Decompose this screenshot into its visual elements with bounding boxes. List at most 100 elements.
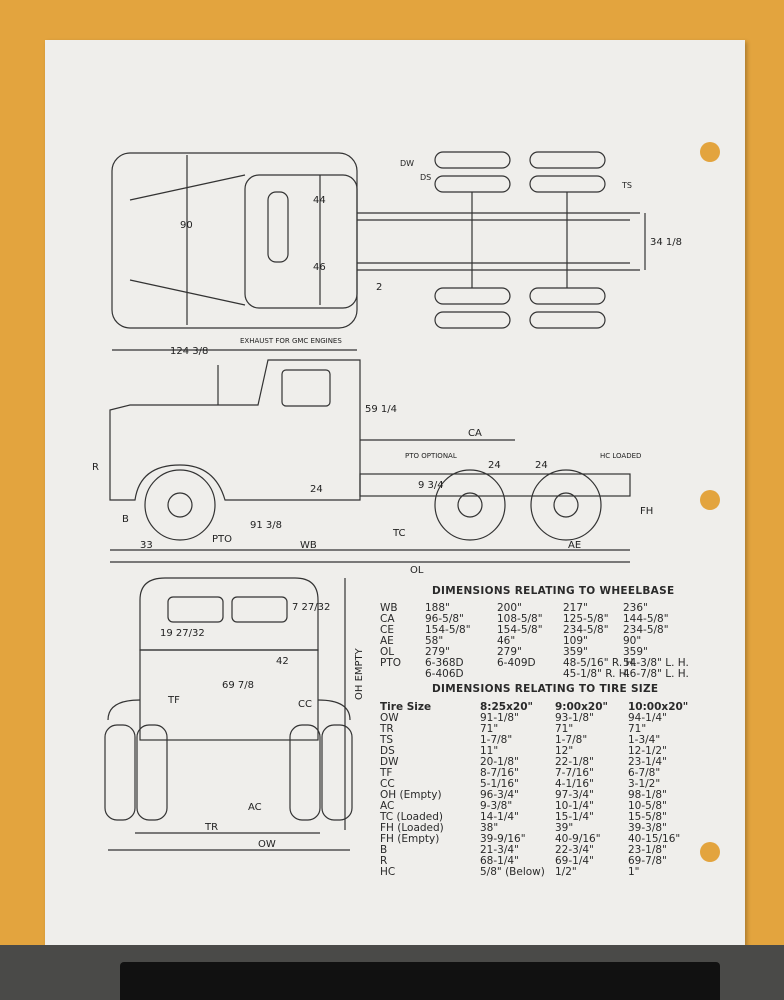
dim-label: PTO OPTIONAL — [405, 452, 457, 460]
cell-value: 109" — [563, 635, 588, 647]
cell-value: 39-9/16" — [480, 833, 526, 845]
cell-value: 71" — [628, 723, 647, 735]
dim-label: TR — [204, 822, 218, 833]
cell-value: 11" — [480, 745, 499, 757]
cell-value: 1-3/4" — [628, 734, 661, 746]
cell-value: 6-368D — [425, 657, 464, 669]
dim-label: FH — [640, 506, 653, 517]
dim-label: TC — [392, 528, 406, 539]
cell-value: 71" — [555, 723, 574, 735]
cell-value: 14-1/4" — [480, 811, 519, 823]
cell-value: 154-5/8" — [497, 624, 543, 636]
cell-value: 69-1/4" — [555, 855, 594, 867]
dim-label: 91 3/8 — [250, 520, 282, 531]
punch-hole — [700, 142, 720, 162]
cell-value: 22-1/8" — [555, 756, 594, 768]
row-label: Tire Size — [380, 701, 432, 713]
cell-value: 234-5/8" — [563, 624, 609, 636]
cell-value: 54-3/8" L. H. — [623, 657, 689, 669]
cell-value: 68-1/4" — [480, 855, 519, 867]
cell-value: 10-5/8" — [628, 800, 667, 812]
cell-value: 91-1/8" — [480, 712, 519, 724]
punch-hole — [700, 842, 720, 862]
spec-sheet-page — [45, 40, 745, 950]
dim-label: OW — [258, 839, 276, 850]
cell-value: 15-1/4" — [555, 811, 594, 823]
cell-value: 22-3/4" — [555, 844, 594, 856]
row-label: PTO — [380, 657, 402, 669]
row-label: AC — [380, 800, 395, 812]
cell-value: 125-5/8" — [563, 613, 609, 625]
dim-label: 124 3/8 — [170, 346, 208, 357]
cell-value: 108-5/8" — [497, 613, 543, 625]
row-label: B — [380, 844, 388, 856]
cell-value: 7-7/16" — [555, 767, 594, 779]
table-row: OH (Empty)96-3/4"97-3/4"98-1/8" — [380, 790, 720, 801]
cell-value: 6-409D — [497, 657, 536, 669]
cell-value: 90" — [623, 635, 642, 647]
dim-label: 24 — [310, 484, 323, 495]
wheelbase-table-title: DIMENSIONS RELATING TO WHEELBASE — [432, 585, 675, 597]
cell-value: 12" — [555, 745, 574, 757]
cell-value: 5/8" (Below) — [480, 866, 545, 878]
binder-clip — [120, 962, 720, 1000]
row-label: FH (Empty) — [380, 833, 440, 845]
cell-value: 23-1/4" — [628, 756, 667, 768]
cell-value: 46-7/8" L. H. — [623, 668, 689, 680]
dim-label: 46 — [313, 262, 326, 273]
dim-label: 7 27/32 — [292, 602, 330, 613]
row-label: TS — [380, 734, 394, 746]
dim-label: CA — [468, 428, 482, 439]
dim-label: TF — [167, 695, 180, 706]
top-view-drawing: 90 44 46 2 124 3/8 EXHAUST FOR GMC ENGIN… — [111, 151, 682, 357]
dim-label: 24 — [535, 460, 548, 471]
dim-label: R — [92, 462, 99, 473]
cell-value: 96-3/4" — [480, 789, 519, 801]
dim-label: WB — [300, 540, 317, 551]
cell-value: 38" — [480, 822, 499, 834]
dim-label: 34 1/8 — [650, 237, 682, 248]
cell-value: 8-7/16" — [480, 767, 519, 779]
cell-value: 15-5/8" — [628, 811, 667, 823]
cell-value: 1" — [628, 866, 640, 878]
cell-value: 1-7/8" — [480, 734, 513, 746]
punch-hole — [700, 490, 720, 510]
cell-value: 188" — [425, 602, 450, 614]
cell-value: 6-7/8" — [628, 767, 661, 779]
table-row: TC (Loaded)14-1/4"15-1/4"15-5/8" — [380, 812, 720, 823]
cell-value: 98-1/8" — [628, 789, 667, 801]
row-label: AE — [380, 635, 394, 647]
side-view-drawing: 59 1/4 CA PTO OPTIONAL HC LOADED 24 24 R… — [92, 359, 653, 576]
dim-label: 42 — [276, 656, 289, 667]
dim-label: 59 1/4 — [365, 404, 397, 415]
dim-label: 44 — [313, 195, 326, 206]
row-label: WB — [380, 602, 398, 614]
cell-value: 217" — [563, 602, 588, 614]
dim-label: EXHAUST FOR GMC ENGINES — [240, 337, 342, 345]
row-label: TR — [380, 723, 394, 735]
cell-value: 8:25x20" — [480, 701, 533, 713]
row-label: OW — [380, 712, 399, 724]
cell-value: 10-1/4" — [555, 800, 594, 812]
cell-value: 6-406D — [425, 668, 464, 680]
row-label: HC — [380, 866, 396, 878]
row-label: TF — [380, 767, 393, 779]
dim-label: OH EMPTY — [354, 647, 365, 700]
cell-value: 69-7/8" — [628, 855, 667, 867]
cell-value: 23-1/8" — [628, 844, 667, 856]
cell-value: 71" — [480, 723, 499, 735]
dim-label: 2 — [376, 282, 382, 293]
row-label: OH (Empty) — [380, 789, 442, 801]
row-label: OL — [380, 646, 395, 658]
dim-label: AE — [568, 540, 581, 551]
dim-label: TS — [621, 181, 632, 190]
cell-value: 234-5/8" — [623, 624, 669, 636]
